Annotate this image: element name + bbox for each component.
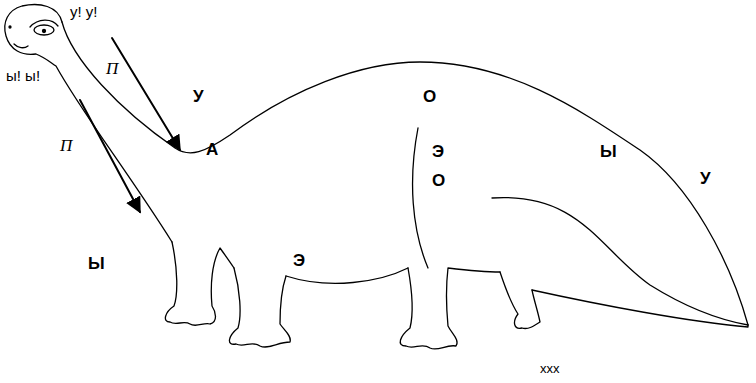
letter-label: Э [432, 143, 444, 162]
letter-label: у! у! [70, 4, 98, 21]
letter-label: ы! ы! [6, 68, 40, 85]
tail [492, 198, 748, 325]
arrow [112, 38, 180, 150]
letter-label: О [432, 172, 445, 191]
pupil [43, 30, 46, 33]
letter-label: П [60, 137, 72, 156]
letter-label: Ы [600, 143, 617, 162]
letter-label: ххх [540, 362, 560, 376]
eyelid [30, 20, 58, 27]
thigh [413, 128, 428, 268]
nostril [9, 26, 11, 28]
letter-label: А [206, 141, 218, 160]
leg [165, 242, 234, 325]
tail [532, 290, 748, 327]
letter-label: У [700, 170, 711, 189]
letter-label: У [193, 88, 204, 107]
letter-label: Э [293, 252, 305, 271]
belly [286, 268, 408, 283]
letter-label: П [106, 60, 118, 79]
letter-label: Ы [88, 255, 105, 274]
eye [34, 25, 54, 35]
mouth [14, 44, 28, 48]
head-outline [5, 5, 172, 242]
leg [400, 268, 500, 349]
letter-label: О [423, 88, 436, 107]
leg [229, 268, 290, 347]
back-outline [62, 22, 748, 325]
arrow [80, 100, 140, 212]
leg [500, 272, 540, 329]
